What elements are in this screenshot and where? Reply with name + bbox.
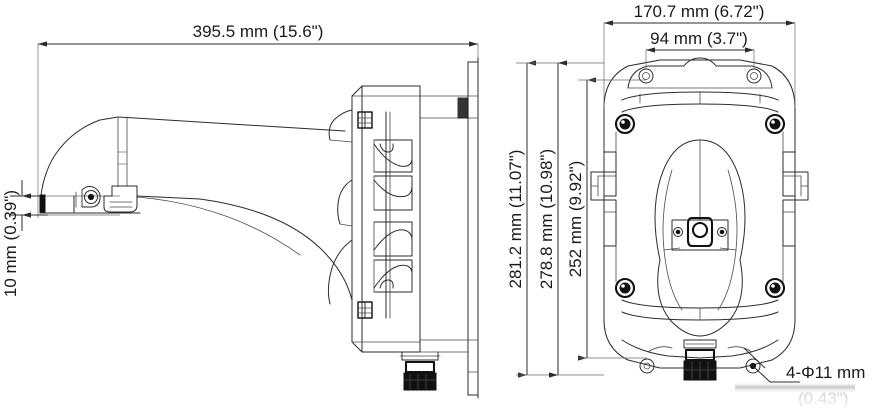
callout-mounting-holes: 4-Φ11 mm (0.43"): [735, 363, 888, 413]
smudge-streak: [735, 383, 855, 392]
dimension-lines: [10, 20, 800, 383]
dim-overall-height-label: 281.2 mm (11.07"): [506, 150, 525, 289]
dim-hole-spacing-height-label: 252 mm (9.92"): [566, 161, 585, 278]
side-view-geometry: [20, 44, 479, 399]
callout-mounting-holes-line1: 4-Φ11 mm: [786, 363, 865, 382]
dimension-labels: 395.5 mm (15.6") 10 mm (0.39") 170.7 mm …: [1, 2, 764, 297]
dim-body-height-label: 278.8 mm (10.98"): [537, 149, 556, 289]
dim-base-offset-label: 10 mm (0.39"): [1, 190, 20, 297]
dim-hole-spacing-width-label: 94 mm (3.7"): [650, 29, 748, 48]
dim-overall-width-label: 170.7 mm (6.72"): [634, 2, 765, 21]
front-view-geometry: [590, 57, 809, 381]
dim-overall-length-label: 395.5 mm (15.6"): [193, 22, 324, 41]
